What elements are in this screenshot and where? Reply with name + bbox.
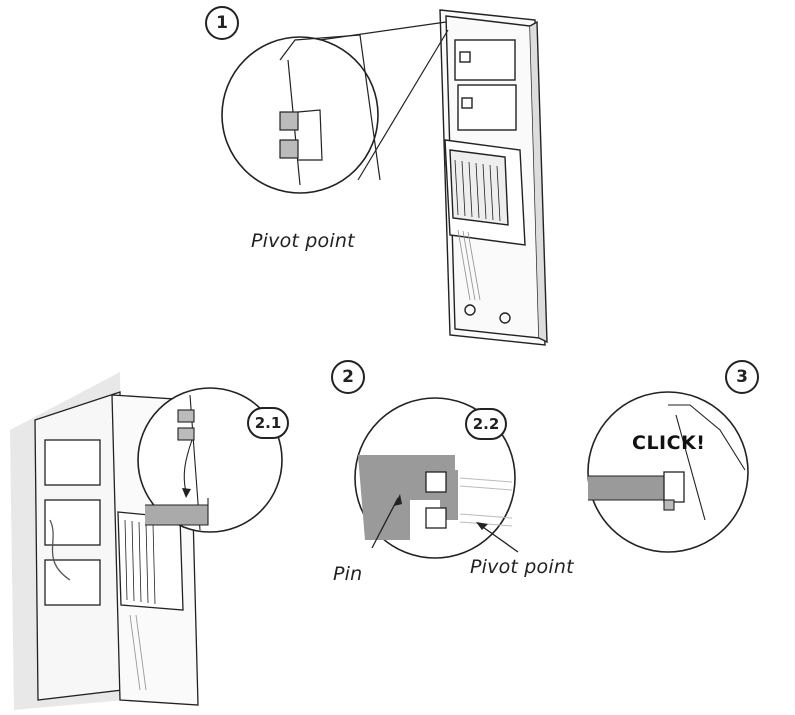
panel-step1 [439, 9, 548, 346]
zoom-circle-2-1 [137, 387, 283, 533]
pivot-point-label-top: Pivot point [251, 230, 355, 252]
click-label: CLICK! [632, 432, 706, 454]
step-2-badge: 2 [331, 360, 365, 394]
zoom-circle-1 [221, 21, 449, 194]
pivot-point-label-bottom: Pivot point [470, 556, 574, 578]
step-3-badge: 3 [725, 360, 759, 394]
step-1-badge: 1 [205, 6, 239, 40]
step-2-1-badge: 2.1 [247, 407, 289, 439]
step-2-2-badge: 2.2 [465, 408, 507, 440]
zoom-circle-3 [587, 391, 749, 553]
pin-label: Pin [333, 563, 363, 585]
